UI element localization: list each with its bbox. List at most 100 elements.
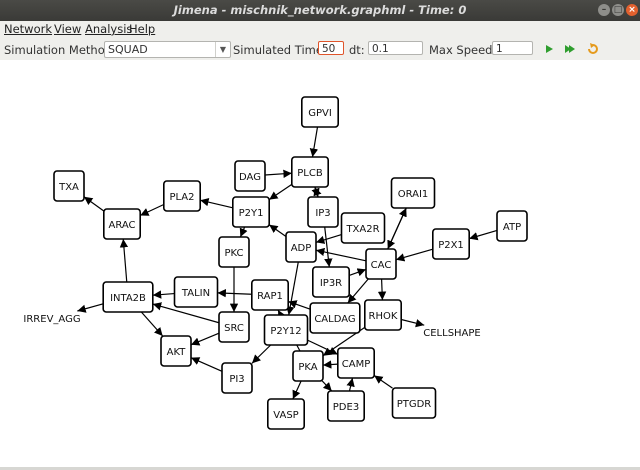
node-pla2[interactable]: PLA2 [163, 180, 202, 212]
edge-inta2b-to-arac [119, 238, 129, 283]
node-dag[interactable]: DAG [234, 160, 266, 192]
edge-txa2r-to-adp [315, 234, 342, 244]
edge-src-to-inta2b [152, 302, 220, 324]
node-gpvi[interactable]: GPVI [300, 96, 339, 128]
node-label: PKC [224, 248, 243, 259]
node-box [221, 362, 253, 394]
menu-analysis[interactable]: Analysis [85, 22, 133, 36]
menu-network[interactable]: Network [4, 22, 53, 36]
node-p2y12[interactable]: P2Y12 [263, 314, 309, 346]
node-box [53, 170, 85, 202]
node-label: PLA2 [169, 192, 194, 203]
node-pkc[interactable]: PKC [218, 236, 250, 268]
fast-play-icon[interactable] [563, 42, 577, 56]
node-vasp[interactable]: VASP [266, 398, 305, 430]
node-box [391, 387, 437, 419]
node-pi3[interactable]: PI3 [221, 362, 253, 394]
node-box [163, 180, 202, 212]
node-akt[interactable]: AKT [160, 335, 192, 367]
close-button[interactable]: × [626, 4, 638, 16]
node-ip3r[interactable]: IP3R [311, 266, 350, 298]
node-pde3[interactable]: PDE3 [326, 390, 365, 422]
node-label: GPVI [308, 108, 332, 119]
node-box [160, 335, 192, 367]
node-box [263, 314, 309, 346]
node-txa2r[interactable]: TXA2R [340, 212, 386, 244]
minimize-button[interactable]: – [598, 4, 610, 16]
node-label: TALIN [181, 288, 210, 299]
edge-pi3-to-akt [190, 357, 223, 372]
maximize-button[interactable]: □ [612, 4, 624, 16]
node-ptgdr[interactable]: PTGDR [391, 387, 437, 419]
node-atp[interactable]: ATP [496, 210, 528, 242]
node-txa[interactable]: TXA [53, 170, 85, 202]
node-box [218, 236, 250, 268]
node-label: PDE3 [333, 402, 359, 413]
method-label: Simulation Method: [4, 43, 116, 57]
node-pka[interactable]: PKA [292, 350, 324, 382]
node-box [300, 96, 339, 128]
node-box [290, 156, 329, 188]
edge-talin-to-inta2b [152, 290, 175, 299]
dt-label: dt: [349, 43, 365, 57]
node-box [285, 231, 317, 263]
simulated-time-input[interactable]: 50 [318, 41, 344, 55]
simulation-method-select[interactable]: SQUAD ▼ [104, 41, 231, 58]
menu-help[interactable]: Help [129, 22, 156, 36]
node-rhok[interactable]: RHOK [363, 299, 402, 331]
menu-bar: Network View Analysis Help [0, 21, 640, 38]
max-speed-input[interactable]: 1 [492, 41, 533, 55]
node-camp[interactable]: CAMP [336, 347, 375, 379]
edge-pka-to-vasp [292, 380, 302, 400]
node-p2x1[interactable]: P2X1 [431, 228, 470, 260]
node-arac[interactable]: ARAC [103, 208, 142, 240]
node-rap1[interactable]: RAP1 [251, 279, 290, 311]
node-cac[interactable]: CAC [365, 248, 397, 280]
method-value: SQUAD [108, 43, 148, 56]
title-bar[interactable]: Jimena - mischnik_network.graphml - Time… [0, 0, 640, 21]
node-box [363, 299, 402, 331]
play-icon[interactable] [542, 42, 556, 56]
simulated-time-label: Simulated Time: [233, 43, 327, 57]
node-label: IP3R [320, 278, 342, 289]
edge-p2y12-to-camp [307, 339, 339, 355]
node-label: PKA [298, 362, 317, 373]
node-talin[interactable]: TALIN [173, 276, 219, 308]
edge-pla2-to-arac [139, 203, 165, 217]
node-label: IP3 [315, 208, 330, 219]
node-label: TXA2R [345, 224, 379, 235]
dt-input[interactable]: 0.1 [368, 41, 423, 55]
node-caldag[interactable]: CALDAG [309, 302, 361, 334]
node-cellshape[interactable]: CELLSHAPE [423, 328, 481, 339]
node-box [309, 302, 361, 334]
node-irrev-agg[interactable]: IRREV_AGG [23, 314, 80, 325]
node-p2y1[interactable]: P2Y1 [232, 196, 271, 228]
menu-view[interactable]: View [54, 22, 82, 36]
node-src[interactable]: SRC [218, 311, 250, 343]
node-label: PI3 [229, 374, 244, 385]
node-plcb[interactable]: PLCB [290, 156, 329, 188]
node-ip3[interactable]: IP3 [307, 196, 339, 228]
edge-caldag-to-rap1 [287, 300, 311, 310]
node-label: TXA [58, 182, 79, 193]
max-speed-label: Max Speed: [429, 43, 497, 57]
node-adp[interactable]: ADP [285, 231, 317, 263]
node-label: CAC [371, 260, 392, 271]
reset-icon[interactable] [586, 42, 600, 56]
node-box [307, 196, 339, 228]
node-label: IRREV_AGG [23, 314, 80, 325]
node-label: PTGDR [397, 399, 432, 410]
edge-cac-to-caldag [347, 278, 369, 304]
node-box [431, 228, 470, 260]
edge-inta2b-to-irrev_agg [77, 303, 104, 313]
node-label: SRC [224, 323, 244, 334]
node-orai1[interactable]: ORAI1 [390, 177, 436, 209]
node-label: ORAI1 [398, 189, 429, 200]
node-label: ATP [503, 222, 521, 233]
node-box [232, 196, 271, 228]
edge-src-to-akt [190, 332, 220, 346]
node-inta2b[interactable]: INTA2B [102, 281, 154, 313]
node-box [102, 281, 154, 313]
